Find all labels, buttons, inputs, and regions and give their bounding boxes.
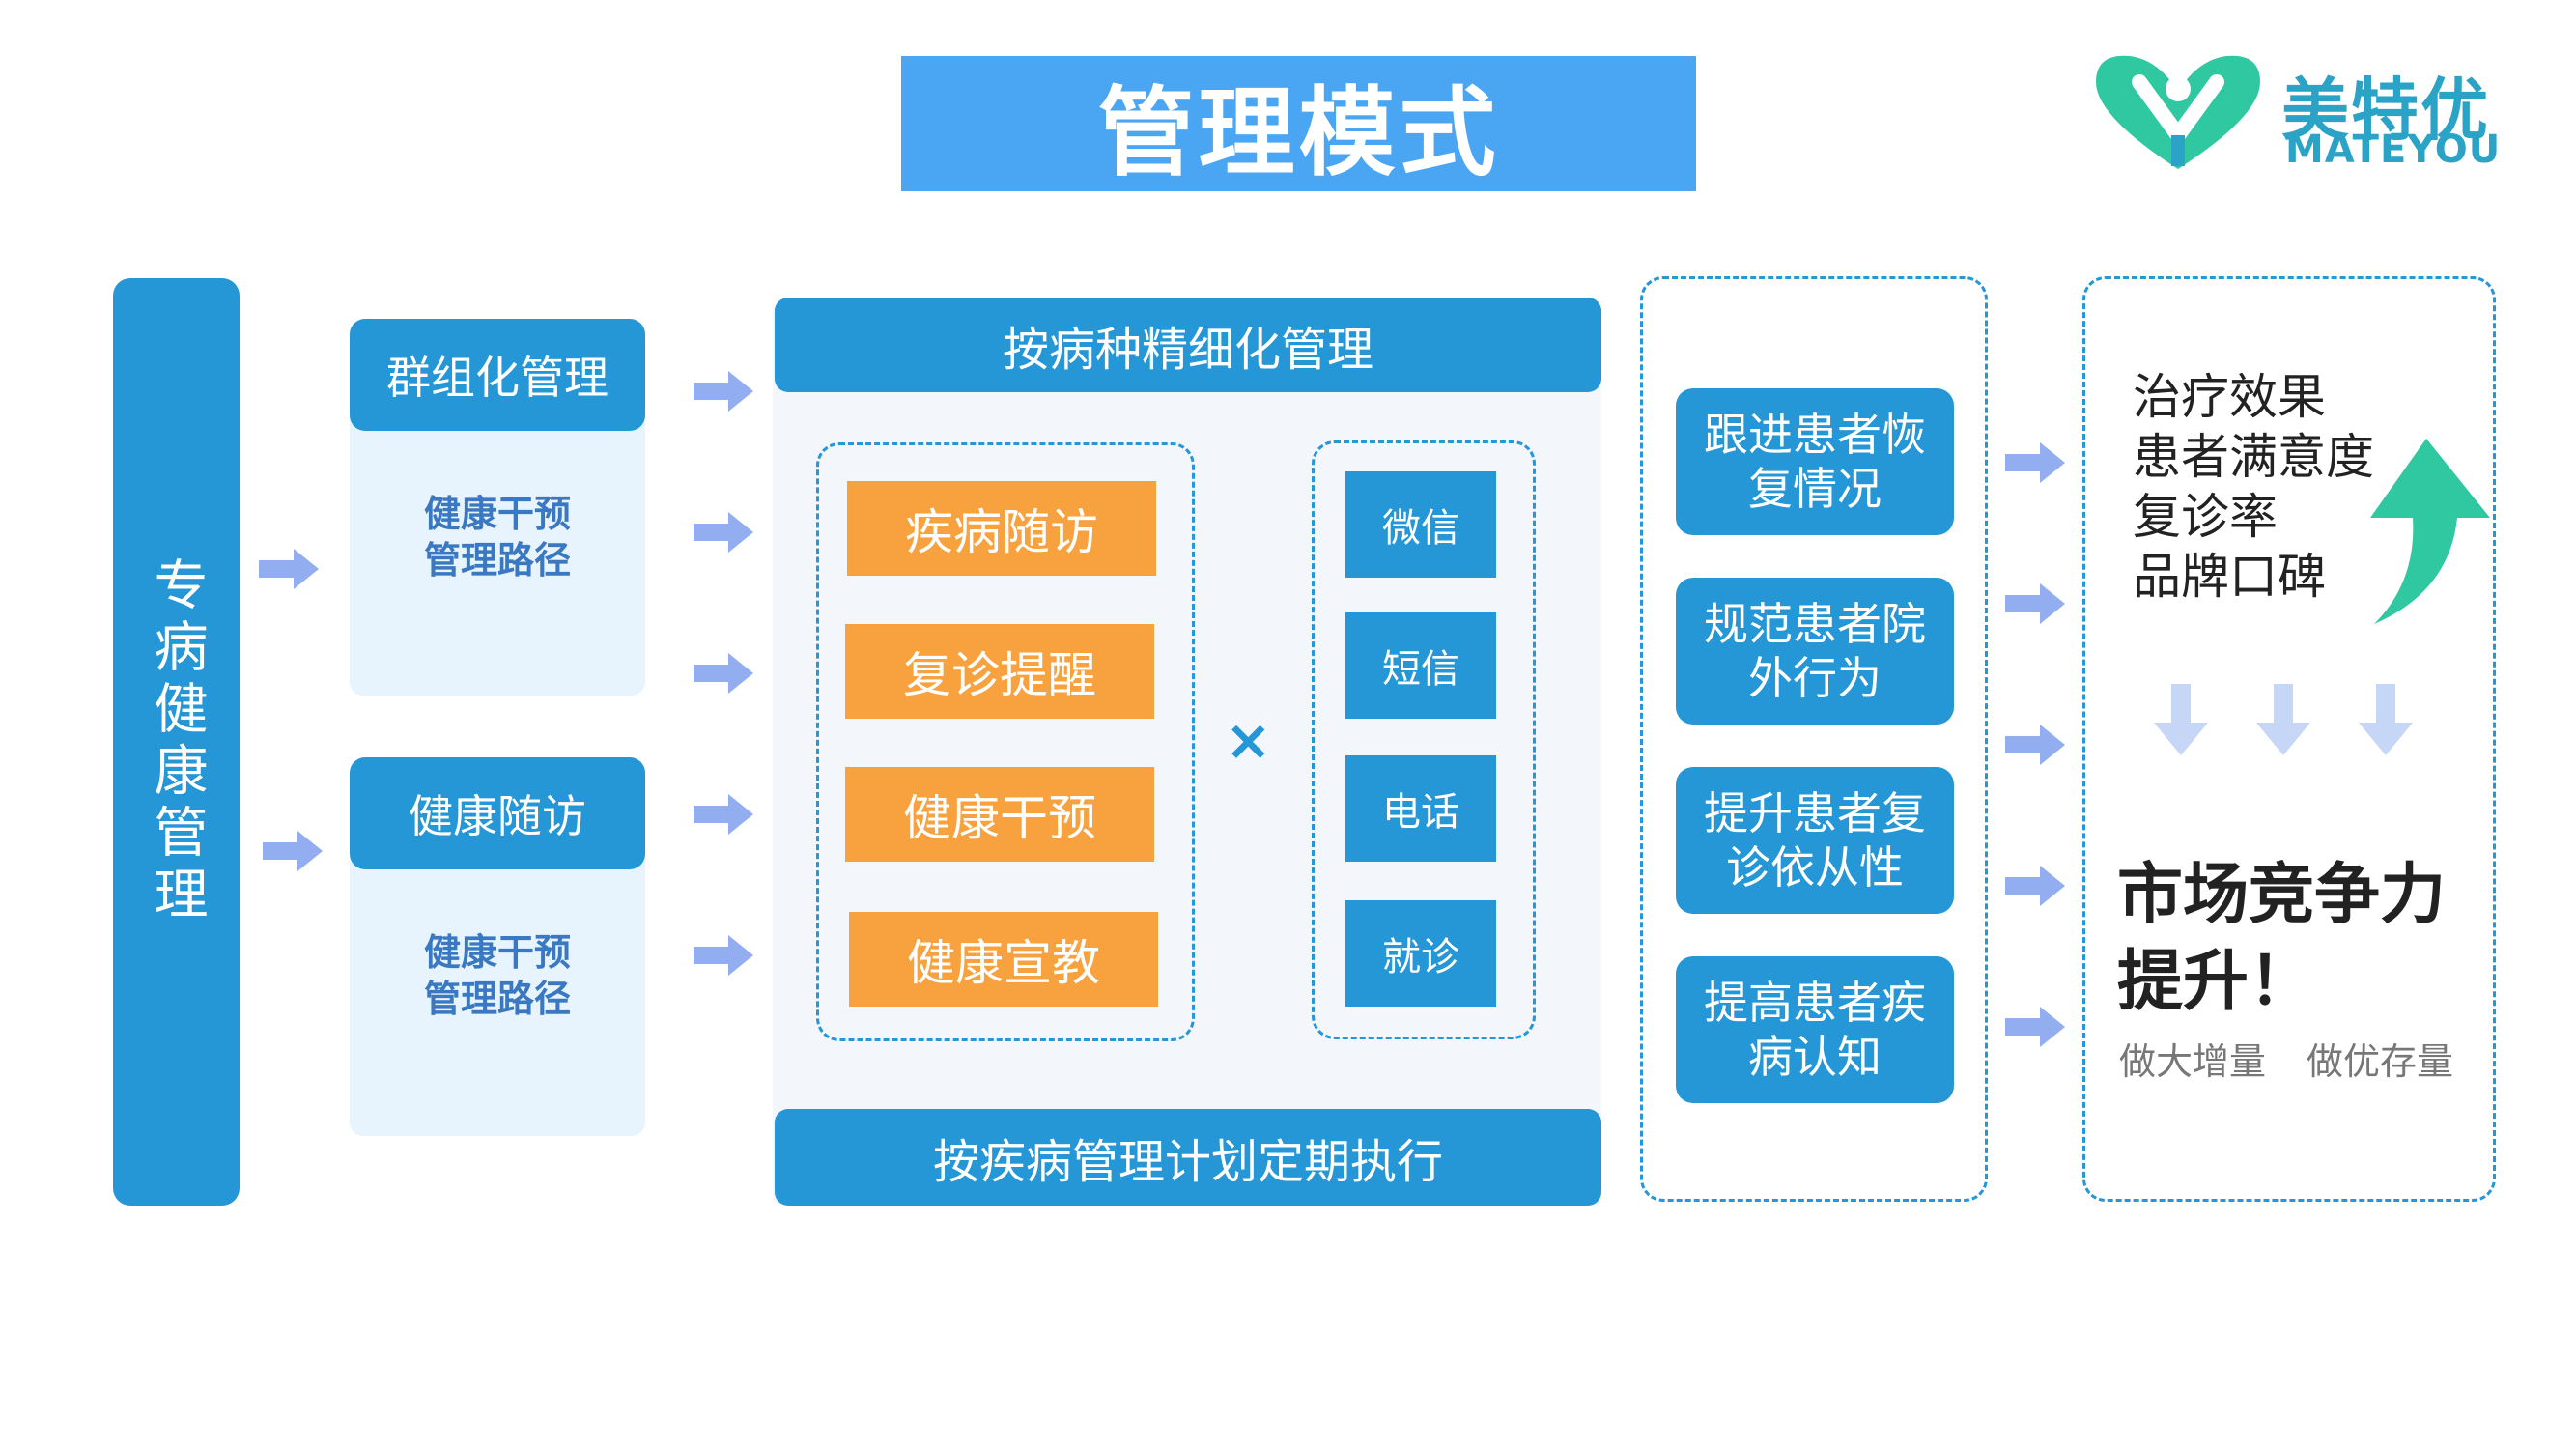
group-sub-line2: 管理路径 (423, 978, 571, 1020)
service-item: 健康干预 (845, 767, 1154, 862)
actions-group (1640, 276, 1988, 1202)
result-item: 复诊率 (2133, 489, 2278, 545)
arrow-right-icon (2005, 866, 2065, 906)
service-item: 健康宣教 (849, 912, 1158, 1007)
logo-name-cn: 美特优 (2281, 71, 2490, 150)
action-item: 提升患者复诊依从性 (1676, 767, 1954, 914)
group-sub-line1: 健康干预 (423, 931, 571, 974)
result-item: 治疗效果 (2133, 369, 2326, 425)
action-line2: 病认知 (1748, 1031, 1882, 1083)
arrow-right-icon (694, 512, 753, 553)
arrow-down-icon (2154, 684, 2208, 755)
group-header: 群组化管理 (350, 319, 645, 431)
result-headline: 市场竞争力 提升！ (2117, 852, 2446, 1026)
arrow-right-icon (694, 371, 753, 412)
group-panel: 健康干预 管理路径 (350, 386, 645, 696)
action-line1: 提高患者疾 (1704, 977, 1926, 1029)
channel-item: 就诊 (1345, 900, 1496, 1007)
action-line2: 复情况 (1748, 463, 1882, 515)
group-panel: 健康干预 管理路径 (350, 827, 645, 1136)
logo-icon (2096, 55, 2260, 169)
arrow-right-icon (2005, 1007, 2065, 1047)
services-group (816, 442, 1195, 1041)
disease-management-bar: 专病健康管理 (113, 278, 240, 1206)
service-item: 复诊提醒 (845, 624, 1154, 719)
result-item: 患者满意度 (2133, 429, 2374, 485)
group-header: 健康随访 (350, 757, 645, 869)
arrow-right-icon (2005, 583, 2065, 624)
action-line1: 跟进患者恢 (1704, 409, 1926, 461)
channel-item: 电话 (1345, 755, 1496, 862)
arrow-right-icon (2005, 724, 2065, 765)
arrow-right-icon (263, 831, 323, 871)
channel-item: 短信 (1345, 612, 1496, 719)
headline-line1: 市场竞争力 (2117, 857, 2447, 933)
result-list: 治疗效果 患者满意度 复诊率 品牌口碑 (2133, 367, 2374, 607)
arrow-right-icon (2005, 442, 2065, 483)
center-bottom-bar: 按疾病管理计划定期执行 (775, 1109, 1601, 1206)
action-line1: 规范患者院 (1704, 598, 1926, 650)
action-item: 跟进患者恢复情况 (1676, 388, 1954, 535)
action-item: 提高患者疾病认知 (1676, 956, 1954, 1103)
up-arrow-icon (2370, 439, 2490, 624)
result-tag: 做优存量 (2307, 1040, 2454, 1083)
headline-line2: 提升！ (2117, 944, 2315, 1020)
disease-management-label: 专病健康管理 (145, 556, 208, 927)
action-line1: 提升患者复 (1704, 787, 1926, 839)
arrow-right-icon (694, 653, 753, 694)
multiply-icon: × (1225, 707, 1272, 773)
channel-item: 微信 (1345, 471, 1496, 578)
action-line2: 诊依从性 (1726, 841, 1904, 894)
action-item: 规范患者院外行为 (1676, 578, 1954, 724)
results-group (2082, 276, 2496, 1202)
action-line2: 外行为 (1748, 652, 1882, 704)
logo-name-en: MATEYOU (2285, 128, 2502, 172)
result-tag: 做大增量 (2119, 1040, 2267, 1083)
arrow-right-icon (694, 794, 753, 835)
page-title: 管理模式 (901, 56, 1696, 191)
arrow-right-icon (259, 549, 319, 589)
arrow-down-icon (2256, 684, 2310, 755)
center-top-bar: 按病种精细化管理 (775, 298, 1601, 392)
arrow-right-icon (694, 935, 753, 976)
result-item: 品牌口碑 (2133, 549, 2326, 605)
channels-group (1312, 440, 1536, 1039)
group-sub-line2: 管理路径 (423, 539, 571, 582)
arrow-down-icon (2359, 684, 2413, 755)
group-sub-line1: 健康干预 (423, 493, 571, 535)
service-item: 疾病随访 (847, 481, 1156, 576)
